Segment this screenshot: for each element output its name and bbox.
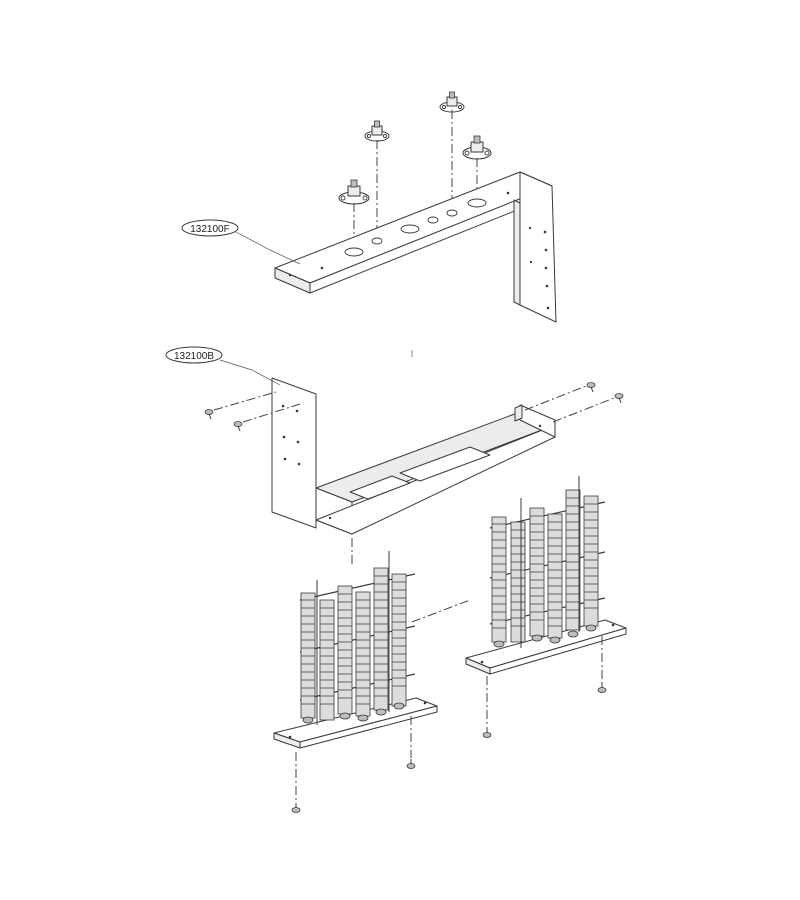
screw-icon (586, 382, 596, 393)
callout-132100F: 132100F (181, 219, 301, 265)
thermostat-3 (439, 91, 465, 113)
elements-leader (411, 599, 471, 623)
right-coils (491, 489, 599, 643)
bottom-screws (291, 636, 607, 813)
screw-icon (291, 803, 301, 813)
callout-132100B-label: 132100B (174, 351, 214, 362)
screw-icon (406, 759, 416, 769)
callout-132100B: 132100B (165, 346, 281, 386)
bottom-bracket-132100B (271, 377, 556, 535)
screw-icon (482, 728, 492, 738)
left-coils (300, 567, 407, 721)
thermostat-group (338, 91, 492, 205)
left-heating-element-assembly (273, 551, 438, 749)
screw-icon (204, 409, 214, 420)
thermostat-4 (462, 135, 492, 160)
right-heating-element-assembly (465, 476, 627, 675)
screw-icon (614, 393, 624, 404)
screw-icon (233, 421, 243, 432)
top-bracket-132100F (274, 171, 557, 323)
thermostat-1 (338, 179, 370, 205)
screw-icon (597, 683, 607, 693)
callout-132100F-label: 132100F (190, 224, 229, 235)
thermostat-2 (364, 120, 390, 142)
side-screws (204, 382, 624, 432)
